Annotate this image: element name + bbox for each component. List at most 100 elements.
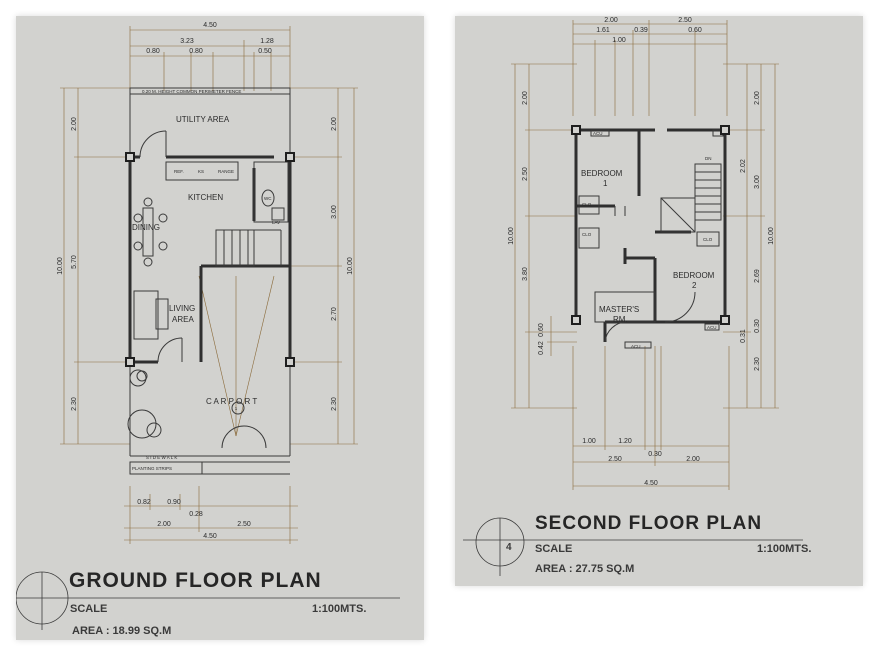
sidewalk-label: S I D E W A L K — [146, 455, 177, 460]
second-thin-lines — [578, 129, 724, 349]
dim-bottom-b: 0.90 — [167, 499, 181, 506]
dim2-right-b: 2.02 — [740, 159, 747, 173]
dim2-left-a: 2.00 — [522, 91, 529, 105]
dim2-right-a: 2.00 — [754, 91, 761, 105]
ground-scale-value: 1:100MTS. — [312, 603, 367, 615]
wc-label: WC — [264, 196, 272, 201]
dim2-top-c: 1.61 — [596, 27, 610, 34]
bedroom2-number: 2 — [692, 281, 697, 290]
ground-dimension-lines — [60, 26, 358, 544]
perimeter-fence — [129, 87, 291, 95]
ground-dimension-labels: 4.50 3.23 1.28 0.80 0.80 0.50 2.00 5.70 … — [57, 22, 354, 540]
dim-right-d: 2.30 — [331, 397, 338, 411]
ground-thin-lines — [127, 94, 291, 475]
dim2-right-d: 2.69 — [754, 269, 761, 283]
dim-right-c: 2.70 — [331, 307, 338, 321]
closet-2-label: CLO — [582, 232, 592, 237]
second-column-centers — [573, 127, 728, 323]
dim-bottom-d: 2.00 — [157, 521, 171, 528]
closet-1-label: CLO — [582, 202, 592, 207]
ground-walls — [128, 155, 292, 364]
dim-top-a: 3.23 — [180, 38, 194, 45]
dim2-top-a: 2.00 — [604, 17, 618, 24]
acu-2-label: ACU — [631, 344, 641, 349]
dim2-top-d: 0.39 — [634, 27, 648, 34]
down-label: DN — [705, 156, 712, 161]
ground-floor-sheet: 0.20 M. HEIGHT COMMON PERIMETER FENCE UT… — [16, 16, 424, 640]
dim-left-a: 2.00 — [71, 117, 78, 131]
ground-title-symbol — [16, 571, 400, 630]
carport-number: 1 — [235, 406, 238, 411]
second-floor-sheet: BEDROOM 1 BEDROOM 2 MASTER'S RM. CLO CLO… — [455, 16, 863, 586]
ground-floor-title: GROUND FLOOR PLAN — [69, 569, 322, 592]
dim-bottom-c: 0.28 — [189, 511, 203, 518]
dim2-right-f: 0.31 — [740, 329, 747, 343]
dim2-left-b: 2.50 — [522, 167, 529, 181]
dim2-bottom-overall: 4.50 — [644, 480, 658, 487]
second-dimension-lines — [511, 20, 779, 490]
closet-3-label: CLO — [703, 237, 713, 242]
dim2-bottom-d: 2.50 — [608, 456, 622, 463]
planting-strips-label: PLANTING STRIPS — [132, 466, 172, 471]
dim2-left-e: 0.42 — [538, 341, 545, 355]
second-sheet-number: 4 — [506, 542, 512, 553]
dim-top-d: 0.80 — [189, 48, 203, 55]
dim-left-c: 2.30 — [71, 397, 78, 411]
dim2-left-d: 0.60 — [538, 323, 545, 337]
masters-label: MASTER'S — [599, 305, 639, 314]
ks-label: KS — [198, 169, 204, 174]
second-floor-drawing: BEDROOM 1 BEDROOM 2 MASTER'S RM. CLO CLO… — [463, 17, 803, 576]
second-dimension-labels: 2.00 2.50 1.61 0.39 0.60 1.00 2.00 2.50 … — [508, 17, 775, 487]
second-title-symbol — [463, 517, 803, 576]
second-scale-value: 1:100MTS. — [757, 543, 812, 555]
lav-label: LAV — [272, 220, 280, 225]
dim2-bottom-a: 1.00 — [582, 438, 596, 445]
dim-top-b: 1.28 — [260, 38, 274, 45]
dim2-top-f: 1.00 — [612, 37, 626, 44]
dim-top-e: 0.50 — [258, 48, 272, 55]
ground-floor-drawing: 0.20 M. HEIGHT COMMON PERIMETER FENCE UT… — [16, 22, 400, 630]
utility-area-label: UTILITY AREA — [176, 115, 230, 124]
dim2-left-overall: 10.00 — [508, 227, 515, 245]
second-scale-label: SCALE — [535, 543, 573, 555]
second-floor-title: SECOND FLOOR PLAN — [535, 513, 763, 534]
dim-right-overall: 10.00 — [347, 257, 354, 275]
living-label: LIVING — [169, 304, 195, 313]
masters-rm-label: RM. — [613, 315, 628, 324]
dim-right-b: 3.00 — [331, 205, 338, 219]
dim-left-overall: 10.00 — [57, 257, 64, 275]
bedroom2-label: BEDROOM — [673, 271, 715, 280]
dim-top-c: 0.80 — [146, 48, 160, 55]
dim2-right-overall: 10.00 — [768, 227, 775, 245]
ref-label: REF. — [174, 169, 184, 174]
bedroom1-number: 1 — [603, 179, 608, 188]
acu-3-label: ACU — [707, 325, 717, 330]
area-label: AREA — [172, 315, 194, 324]
ground-scale-label: SCALE — [70, 603, 108, 615]
range-label: RANGE — [218, 169, 234, 174]
second-area: AREA : 27.75 SQ.M — [535, 563, 635, 575]
dim2-bottom-c: 0.30 — [648, 451, 662, 458]
dim-top-overall: 4.50 — [203, 22, 217, 29]
ground-area: AREA : 18.99 SQ.M — [72, 625, 172, 637]
dining-label: DINING — [132, 223, 160, 232]
dim-bottom-a: 0.82 — [137, 499, 151, 506]
dim2-right-g: 2.30 — [754, 357, 761, 371]
dim-left-b: 5.70 — [71, 255, 78, 269]
acu-1-label: ACU — [593, 131, 603, 136]
dim-bottom-e: 2.50 — [237, 521, 251, 528]
dim2-top-b: 2.50 — [678, 17, 692, 24]
dim-right-a: 2.00 — [331, 117, 338, 131]
dim2-right-c: 3.00 — [754, 175, 761, 189]
fence-note: 0.20 M. HEIGHT COMMON PERIMETER FENCE — [142, 89, 241, 94]
dim-bottom-overall: 4.50 — [203, 533, 217, 540]
dim2-left-c: 3.80 — [522, 267, 529, 281]
ground-column-centers — [127, 154, 293, 365]
dim2-bottom-b: 1.20 — [618, 438, 632, 445]
dim2-right-e: 0.30 — [754, 319, 761, 333]
carport-label: C A R P O R T — [206, 397, 257, 406]
kitchen-label: KITCHEN — [188, 193, 223, 202]
bedroom1-label: BEDROOM — [581, 169, 623, 178]
dim2-top-e: 0.60 — [688, 27, 702, 34]
dim2-bottom-e: 2.00 — [686, 456, 700, 463]
